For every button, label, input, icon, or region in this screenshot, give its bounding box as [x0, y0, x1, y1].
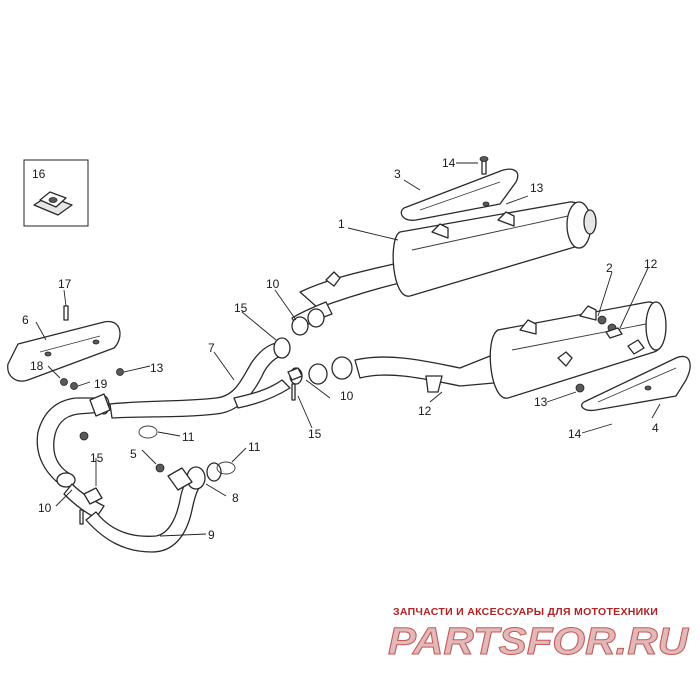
left-heat-shield — [7, 305, 124, 390]
center-couplers — [287, 356, 353, 401]
callout-8: 8 — [232, 491, 239, 505]
part-16-inset — [23, 159, 89, 227]
callout-19: 19 — [94, 377, 108, 391]
callout-11-left: 11 — [182, 430, 195, 444]
callout-10-mid: 10 — [340, 389, 354, 403]
y-pipe — [109, 301, 333, 419]
watermark-tagline: ЗАПЧАСТИ И АКСЕССУАРЫ ДЛЯ МОТОТЕХНИКИ — [393, 606, 659, 618]
lower-silencer — [354, 301, 667, 399]
callout-15-mid: 15 — [308, 427, 322, 441]
callout-14-bottom: 14 — [568, 427, 582, 441]
callouts: 1 2 3 4 5 6 7 8 9 10 10 10 11 11 12 12 1… — [22, 156, 659, 542]
callout-17: 17 — [58, 277, 72, 291]
callout-13-top: 13 — [530, 181, 544, 195]
callout-16: 16 — [32, 167, 46, 181]
callout-14-top: 14 — [442, 156, 456, 170]
callout-12-bottom: 12 — [418, 404, 432, 418]
leader-lines — [35, 162, 661, 537]
callout-13-right: 13 — [534, 395, 548, 409]
upper-heat-shield — [400, 156, 519, 221]
watermark-logo-text: PARTSFOR.RU — [388, 621, 690, 663]
callout-5: 5 — [130, 447, 137, 461]
callout-9: 9 — [208, 528, 215, 542]
front-downpipes — [36, 393, 236, 553]
callout-15-top: 15 — [234, 301, 248, 315]
callout-13-left: 13 — [150, 361, 164, 375]
callout-10-left: 10 — [38, 501, 52, 515]
callout-1: 1 — [338, 217, 345, 231]
upper-silencer — [299, 201, 597, 309]
callout-11-right: 11 — [248, 440, 261, 454]
callout-18: 18 — [30, 359, 44, 373]
callout-3-label: 3 — [394, 167, 401, 181]
callout-7: 7 — [208, 341, 215, 355]
lower-heat-shield — [581, 355, 691, 412]
callout-12-right: 12 — [644, 257, 658, 271]
callout-2: 2 — [606, 261, 613, 275]
callout-4: 4 — [652, 421, 659, 435]
callout-15-left: 15 — [90, 451, 104, 465]
callout-6: 6 — [22, 313, 29, 327]
callout-10-top: 10 — [266, 277, 280, 291]
